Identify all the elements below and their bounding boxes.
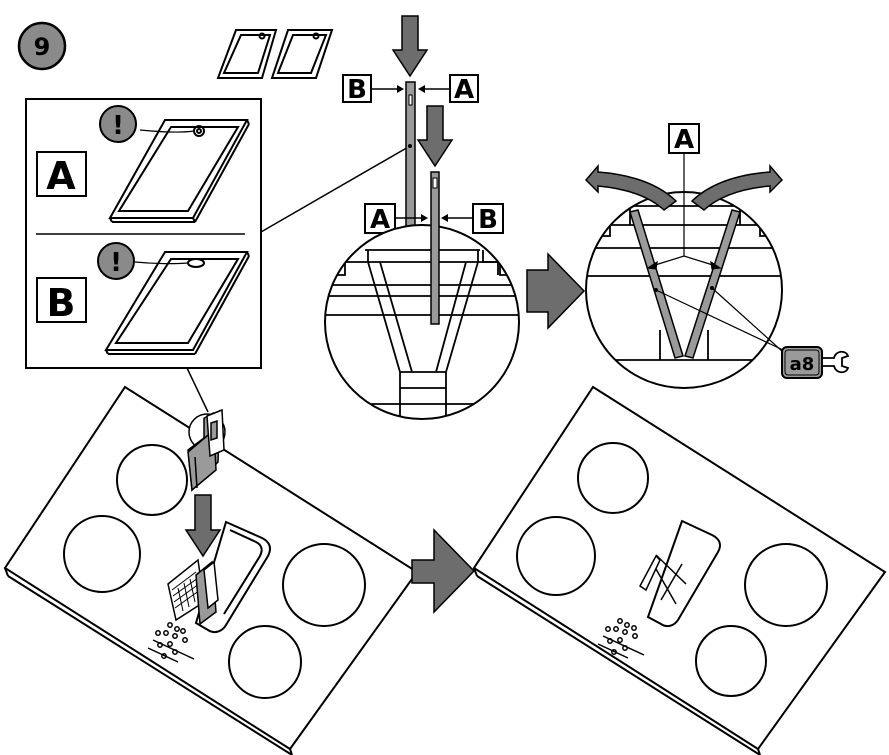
hood-panels-before — [187, 408, 225, 492]
detail-circle-spread — [585, 152, 784, 389]
cooktop-after — [472, 385, 887, 755]
glass-panels-pair-icon — [216, 29, 334, 79]
hood-panels-inserting — [167, 558, 219, 626]
variant-b-letter: B — [47, 281, 76, 325]
panel-b-frame-icon — [104, 251, 250, 355]
panel-a-frame-icon — [108, 119, 250, 223]
down-arrow-icon — [184, 494, 222, 558]
upper-panel-strip: B A — [342, 15, 479, 235]
lower-panel-strip: A B — [364, 105, 504, 235]
down-arrow-icon — [416, 105, 454, 168]
lower-left-label: A — [370, 205, 390, 235]
variant-b-warning: ! — [110, 248, 122, 278]
lower-right-label: B — [478, 205, 498, 235]
variant-b: B ! — [36, 242, 250, 355]
upper-left-label: B — [347, 75, 367, 105]
leader-lines — [186, 145, 411, 413]
spread-arrows — [584, 163, 784, 211]
step-number: 9 — [34, 33, 51, 61]
warning-icon — [99, 105, 137, 143]
detail-top-label: A — [674, 125, 694, 155]
variant-a: A ! — [36, 105, 250, 223]
warning-icon — [97, 242, 135, 280]
right-arrow-icon — [526, 252, 586, 330]
wrench-icon — [821, 350, 850, 374]
detail-circle-insertion — [324, 171, 520, 420]
right-arrow-icon — [411, 528, 476, 614]
tool-badge: a8 — [781, 346, 850, 379]
upper-right-label: A — [454, 75, 474, 105]
variant-a-letter: A — [46, 154, 76, 198]
variant-a-warning: ! — [112, 111, 124, 141]
panel-variant-inset: A ! B — [25, 98, 262, 369]
tool-label: a8 — [790, 354, 815, 375]
down-arrow-icon — [391, 15, 429, 78]
step-badge: 9 — [17, 21, 67, 71]
